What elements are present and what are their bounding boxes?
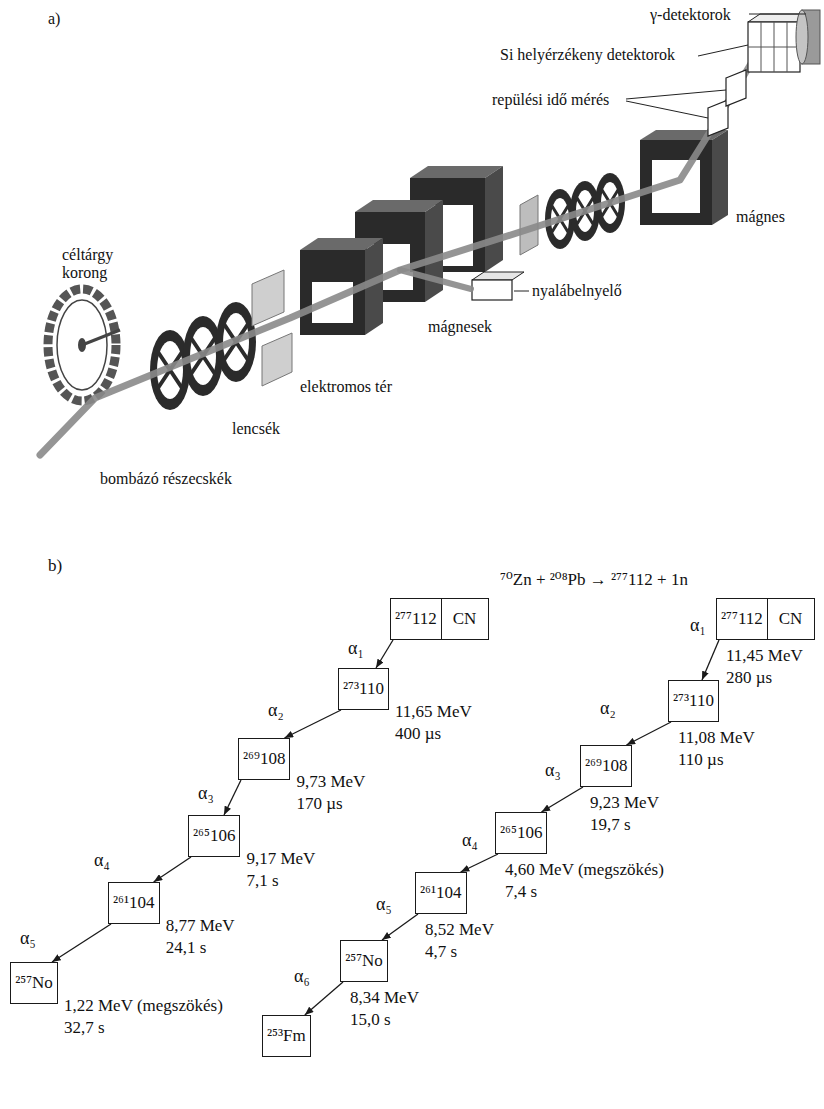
half-life-label: 15,0 s [350,1010,391,1030]
nuclide-box: ²⁵⁷No [10,962,58,1004]
nuclide-text: ²⁷³110 [673,691,714,710]
decay-arrow [284,710,341,738]
energy-label: 8,52 MeV [425,920,494,940]
decay-arrow [461,854,498,872]
tof-plates [708,70,746,136]
energy-label: 4,60 MeV (megszökés) [505,860,664,880]
decay-arrow [541,787,583,812]
nuclide-box: ²⁶¹104 [415,872,467,914]
nuclide-text: ²⁶⁹108 [585,756,627,775]
ion-beam [40,52,758,455]
alpha-label: α₅ [20,928,36,948]
nuclide-box: ²⁶⁹108 [580,745,632,787]
decay-arrow [382,914,418,940]
decay-arrow [702,640,719,680]
half-life-label: 170 µs [296,794,342,814]
nuclide-box: ²⁵³Fm [262,1015,311,1057]
part-label: lencsék [232,420,280,438]
nuclide-text: ²⁶⁹108 [243,749,285,768]
alpha-label: α₂ [268,700,284,720]
alpha-label: α₄ [462,830,478,850]
nuclide-text: CN [779,609,803,628]
nuclide-text: ²⁶¹104 [420,883,462,902]
nuclide-text: ²⁶⁵106 [500,823,542,842]
alpha-label: α₃ [198,783,214,803]
reaction-equation: ⁷⁰Zn + ²⁰⁸Pb → ²⁷⁷112 + 1n [500,570,688,590]
half-life-label: 7,4 s [505,882,537,902]
half-life-label: 280 µs [726,668,772,688]
nuclide-box: ²⁶⁵106 [188,815,240,857]
nuclide-box: ²⁵⁷No [340,940,388,982]
decay-arrow [52,924,111,962]
half-life-label: 32,7 s [64,1018,105,1038]
compound-nucleus-box: CN [767,598,815,640]
part-label: céltárgy korong [62,246,140,282]
nuclide-box: ²⁷³110 [668,680,719,722]
decay-arrow [626,722,671,745]
nuclide-box: ²⁷⁷112 [390,598,442,640]
alpha-label: α₁ [690,615,706,635]
energy-label: 11,65 MeV [395,702,472,722]
panel-letter: a) [48,10,60,28]
decay-arrow [376,640,393,668]
nuclide-box: ²⁶⁵106 [495,812,547,854]
nuclide-text: ²⁷⁷112 [721,609,763,628]
part-label: mágnes [736,208,785,226]
energy-label: 9,23 MeV [590,793,659,813]
nuclide-box: ²⁶⁹108 [238,738,290,780]
nuclide-text: ²⁷⁷112 [395,609,437,628]
target-wheel [48,289,120,401]
part-label: elektromos tér [300,378,392,396]
nuclide-text: CN [453,609,477,628]
gamma-detector [796,10,820,64]
half-life-label: 7,1 s [246,871,278,891]
compound-nucleus-box: CN [441,598,489,640]
decay-arrow [224,780,241,815]
alpha-label: α₅ [376,894,392,914]
part-label: repülési idő mérés [492,91,609,109]
decay-arrow [154,857,191,882]
part-label: bombázó részecskék [100,470,232,488]
half-life-label: 4,7 s [425,942,457,962]
nuclide-box: ²⁷³110 [338,668,389,710]
energy-label: 11,08 MeV [678,728,755,748]
part-label: nyalábelnyelő [532,282,622,300]
nuclide-text: ²⁵⁷No [15,973,53,992]
energy-label: 8,77 MeV [166,916,235,936]
alpha-label: α₄ [94,850,110,870]
beam-dump [472,272,524,300]
alpha-label: α₃ [545,760,561,780]
half-life-label: 24,1 s [166,938,207,958]
alpha-label: α₆ [294,966,310,986]
decay-arrow [305,982,343,1015]
part-label: γ-detektorok [650,6,731,24]
nuclide-text: ²⁵⁷No [345,951,383,970]
energy-label: 1,22 MeV (megszökés) [64,996,223,1016]
nuclide-text: ²⁶⁵106 [193,826,235,845]
half-life-label: 400 µs [395,724,441,744]
primary-beam [400,270,471,289]
energy-label: 11,45 MeV [726,646,803,666]
nuclide-text: ²⁶¹104 [113,893,155,912]
half-life-label: 19,7 s [590,815,631,835]
nuclide-text: ²⁷³110 [343,679,384,698]
nuclide-box: ²⁷⁷112 [716,598,768,640]
energy-label: 8,34 MeV [350,988,419,1008]
alpha-label: α₂ [600,698,616,718]
part-label: mágnesek [428,318,492,336]
nuclide-box: ²⁶¹104 [108,882,160,924]
alpha-label: α₁ [348,638,364,658]
energy-label: 9,17 MeV [246,849,315,869]
half-life-label: 110 µs [678,750,724,770]
nuclide-text: ²⁵³Fm [267,1026,306,1045]
part-label: Si helyérzékeny detektorok [500,46,675,64]
panel-letter: b) [48,556,62,576]
energy-label: 9,73 MeV [296,772,365,792]
